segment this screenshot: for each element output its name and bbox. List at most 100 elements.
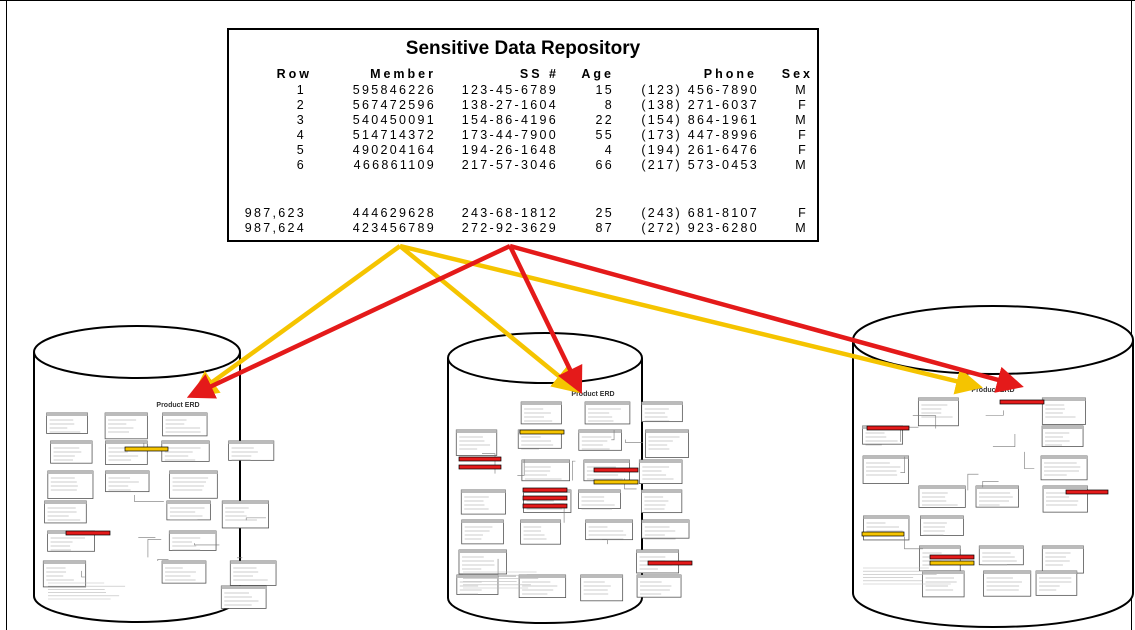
row-number: 2	[296, 98, 306, 112]
row-number: 1	[296, 83, 306, 97]
erd-entity	[220, 585, 267, 609]
erd-entity	[975, 485, 1019, 508]
entity-box	[162, 412, 208, 437]
entity-box	[917, 397, 959, 427]
phone: (217) 573-0453	[641, 158, 759, 172]
sensitive-field-highlight	[999, 399, 1045, 405]
entity-box	[580, 574, 624, 602]
erd-entity	[641, 489, 683, 514]
frame-right-border	[1131, 0, 1132, 630]
entity-header	[636, 550, 679, 553]
ssn: 173-44-7900	[461, 128, 558, 142]
entity-header	[1041, 456, 1088, 459]
member-id: 514714372	[352, 128, 436, 142]
entity-box	[638, 459, 683, 484]
entity-header	[44, 501, 87, 504]
entity-header	[585, 402, 630, 405]
erd-entity	[105, 440, 148, 465]
erd-entity	[917, 397, 959, 427]
erd-relationship-line	[134, 495, 164, 502]
entity-header	[162, 561, 206, 564]
entity-header	[583, 460, 630, 463]
erd-entity	[521, 459, 571, 482]
entity-header	[979, 546, 1024, 549]
erd-entity	[105, 470, 150, 493]
erd-entity	[585, 519, 634, 541]
entity-header	[922, 571, 965, 574]
erd-entity	[641, 401, 683, 423]
entity-header	[50, 441, 93, 444]
entity-header	[641, 490, 682, 493]
entity-header	[641, 402, 683, 405]
entity-header	[919, 546, 961, 549]
row-number: 4	[296, 128, 306, 142]
erd-entity	[983, 570, 1032, 597]
erd-entity	[1041, 545, 1084, 574]
erd-entity	[162, 412, 208, 437]
entity-box	[460, 489, 506, 515]
ssn: 243-68-1812	[461, 206, 558, 220]
ssn: 138-27-1604	[461, 98, 558, 112]
entity-header	[162, 413, 208, 416]
entity-header	[230, 561, 277, 564]
entity-box	[645, 429, 689, 458]
entity-header	[169, 531, 217, 534]
entity-header	[641, 520, 690, 523]
column-header-row: Row	[276, 67, 312, 81]
erd-entity	[104, 412, 148, 440]
phone: (194) 261-6476	[641, 143, 759, 157]
erd-title: Product ERD	[571, 391, 614, 398]
sex: F	[798, 98, 808, 112]
column-header-phone: Phone	[703, 67, 757, 81]
erd-relationship-line	[912, 415, 937, 429]
entity-box	[1035, 570, 1078, 596]
erd-entity	[460, 489, 506, 515]
entity-box	[1040, 455, 1088, 481]
erd-entity	[169, 470, 218, 499]
cylinder-top	[33, 325, 241, 379]
frame-left-border	[6, 0, 7, 630]
entity-box	[169, 470, 218, 499]
sex: M	[795, 158, 808, 172]
entity-header	[105, 441, 148, 444]
sensitive-field-highlight	[522, 495, 568, 501]
erd-entity	[161, 560, 207, 584]
entity-header	[645, 430, 689, 433]
sensitive-field-highlight	[929, 560, 975, 566]
entity-header	[585, 520, 633, 523]
ssn: 123-45-6789	[461, 83, 558, 97]
entity-header	[161, 441, 210, 444]
entity-header	[918, 486, 966, 489]
sex: M	[795, 113, 808, 127]
erd-entity	[455, 429, 498, 456]
erd-entity	[641, 519, 690, 540]
erd-entity	[458, 549, 507, 575]
entity-box	[47, 470, 94, 499]
entity-header	[458, 550, 507, 553]
member-id: 567472596	[352, 98, 436, 112]
repository-title: Sensitive Data Repository	[405, 38, 641, 59]
column-header-age: Age	[581, 67, 614, 81]
entity-box	[521, 459, 571, 482]
erd-relationship-line	[982, 481, 999, 488]
erd-entity	[221, 500, 269, 529]
entity-header	[521, 460, 570, 463]
entity-box	[1041, 545, 1084, 574]
erd-diagram: Product ERD	[42, 402, 277, 609]
erd-entity	[1041, 397, 1086, 425]
erd-entity	[47, 470, 94, 499]
erd-relationship-line	[967, 473, 979, 491]
age: 25	[595, 206, 614, 220]
cylinder-top	[852, 305, 1134, 375]
entity-box	[42, 560, 87, 588]
erd-title: Product ERD	[971, 387, 1014, 394]
erd-entity	[518, 574, 567, 599]
entity-box	[983, 570, 1032, 597]
entity-header	[461, 490, 506, 493]
entity-box	[221, 500, 269, 529]
member-id: 490204164	[352, 143, 436, 157]
entity-header	[43, 561, 86, 564]
erd-entity	[645, 429, 689, 458]
entity-box	[105, 470, 150, 493]
erd-title: Product ERD	[156, 402, 199, 409]
